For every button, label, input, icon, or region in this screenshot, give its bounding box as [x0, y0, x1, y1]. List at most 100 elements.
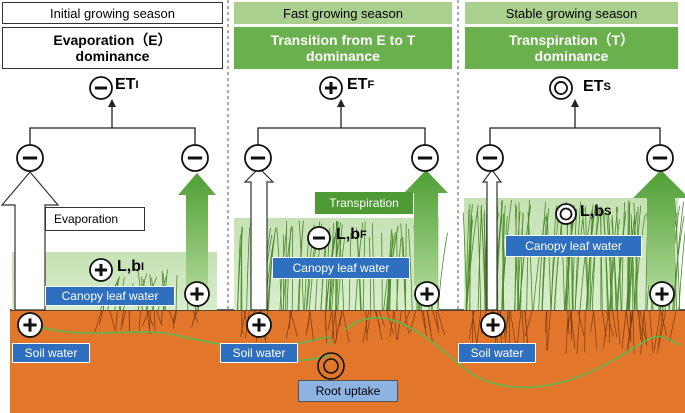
lai-subscript: I: [141, 261, 145, 273]
root-strand: [421, 310, 427, 336]
season-header-initial: Initial growing season: [2, 2, 223, 24]
root-strand: [577, 310, 585, 336]
root-strand: [546, 310, 551, 351]
et-subscript: S: [603, 81, 611, 93]
grass-blade: [617, 215, 626, 311]
root-strand: [121, 310, 124, 326]
transpiration-arrow-stable: [633, 170, 685, 285]
root-strand: [638, 310, 641, 340]
grass-blade: [237, 235, 241, 311]
root-uptake-ring-inner: [323, 358, 339, 374]
root-strand: [584, 310, 586, 353]
grass-blade: [634, 214, 646, 311]
season-header-fast: Fast growing season: [234, 2, 452, 24]
root-strand: [172, 310, 176, 324]
transpiration-arrow-fast: [404, 170, 448, 285]
root-strand: [109, 310, 117, 333]
root-strand: [307, 310, 311, 330]
root-strand: [156, 310, 162, 325]
root-strand: [640, 310, 645, 355]
root-strand: [142, 310, 150, 326]
root-strand: [409, 310, 417, 334]
root-strand: [472, 310, 478, 346]
lai-text: L,b: [336, 226, 360, 243]
root-strand: [168, 310, 175, 324]
transpiration-sign-fast-icon: [411, 144, 439, 172]
root-strand: [366, 310, 372, 336]
lai-text: L,b: [117, 258, 141, 275]
et-text: ET: [583, 78, 604, 95]
root-strand: [524, 310, 533, 336]
root-strand: [639, 310, 647, 345]
lai-subscript: S: [604, 206, 612, 218]
root-strand: [626, 310, 634, 354]
root-strand: [325, 310, 327, 344]
tree-connectors: [29, 105, 661, 150]
grass-blade: [501, 205, 506, 311]
root-strand: [172, 310, 178, 329]
grass-blade: [437, 232, 448, 311]
grass-blade: [630, 219, 635, 311]
evaporation-arrow-stable: [481, 169, 503, 311]
root-strand: [138, 310, 141, 333]
root-strand: [565, 310, 569, 354]
root-uptake-label: Root uptake: [298, 380, 398, 402]
et-sign-stable-icon: [549, 76, 573, 100]
root-strand: [570, 310, 576, 349]
grass-blade: [483, 214, 487, 311]
root-strand: [342, 310, 350, 343]
root-strand: [115, 310, 118, 329]
grass-blade: [477, 208, 482, 311]
root-strand: [241, 310, 243, 334]
root-strand: [331, 310, 336, 340]
lai-sign-initial-icon: [89, 258, 113, 282]
evaporation-sign-fast-icon: [244, 144, 272, 172]
et-subscript: I: [135, 79, 139, 91]
grass-blade: [602, 214, 609, 311]
soil-sign-fast-icon: [246, 312, 272, 338]
et-sign-fast-icon: [319, 76, 343, 100]
root-strokes: [94, 310, 677, 355]
root-strand: [570, 310, 573, 334]
et-sign-initial-icon: [89, 76, 113, 100]
soil-sign-stable-icon: [480, 312, 506, 338]
canopy-sign-initial-icon: [184, 281, 210, 307]
canopy-sign-fast-icon: [414, 281, 440, 307]
canopy-leaf-water-fast: Canopy leaf water: [272, 257, 410, 279]
et-text: ET: [347, 76, 368, 93]
root-strand: [365, 310, 368, 342]
root-strand: [602, 310, 610, 349]
lai-subscript: F: [360, 229, 367, 241]
panel-title-stable: Transpiration（T） dominance: [465, 27, 678, 69]
grass-blade: [608, 218, 612, 311]
transpiration-arrow-initial: [178, 173, 216, 285]
root-strand: [616, 310, 621, 345]
root-strand: [146, 310, 154, 327]
root-strand: [658, 310, 667, 348]
root-strand: [576, 310, 581, 355]
root-strand: [612, 310, 618, 338]
root-strand: [240, 310, 246, 338]
root-strand: [643, 310, 648, 346]
root-strand: [593, 310, 598, 350]
soil-water-initial: Soil water: [12, 343, 90, 363]
grass-blade: [611, 219, 618, 311]
canopy-leaf-water-initial: Canopy leaf water: [45, 286, 175, 306]
root-strand: [389, 310, 395, 338]
root-strand: [327, 310, 333, 331]
panel-title-initial: Evaporation（E） dominance: [2, 27, 223, 69]
root-strand: [422, 310, 427, 329]
root-strand: [331, 310, 335, 343]
soil-water-fast: Soil water: [220, 343, 298, 363]
grass-blade: [480, 209, 487, 311]
lai-sign-fast-icon: [307, 226, 331, 250]
root-strand: [426, 310, 432, 331]
canopy-leaf-water-stable: Canopy leaf water: [505, 235, 642, 257]
grass-blade: [466, 204, 473, 311]
root-strand: [590, 310, 595, 333]
